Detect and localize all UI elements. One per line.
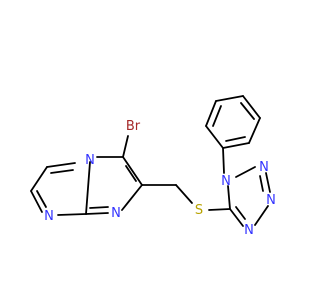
bond-c3-c2 bbox=[122, 156, 143, 186]
bond-n1-c8a-double bbox=[89, 206, 109, 209]
bond-n8-c8a bbox=[57, 213, 87, 216]
bond-s-c5t bbox=[208, 208, 231, 211]
atom-label-nt2: N bbox=[259, 160, 269, 175]
atom-label-nt1: N bbox=[221, 174, 231, 189]
molecule-structure-diagram: Br N N N S N N N N bbox=[0, 0, 300, 300]
canvas-background bbox=[0, 0, 300, 300]
bond-ph2-ph3 bbox=[205, 100, 217, 127]
atom-label-br: Br bbox=[126, 119, 141, 134]
bond-c7-n8 bbox=[30, 190, 43, 213]
bond-nt4-c5t bbox=[229, 208, 244, 227]
bond-c7-n8-double bbox=[36, 190, 47, 208]
bond-ph2-ph3-double bbox=[212, 105, 222, 127]
bond-nt1-phenyl bbox=[222, 147, 225, 174]
atom-label-s: S bbox=[195, 203, 203, 218]
bond-c3-c2-double bbox=[125, 165, 137, 182]
bond-ph6-ph1-double bbox=[225, 136, 246, 142]
bond-ph3-ph4 bbox=[215, 95, 244, 102]
bond-ph6-ph1 bbox=[222, 142, 250, 149]
bond-n1-c8a bbox=[85, 212, 109, 215]
bond-nt2-nt3 bbox=[265, 172, 271, 193]
bond-c8a-n4 bbox=[85, 161, 91, 215]
bond-nt1-nt2 bbox=[235, 166, 256, 178]
bond-c6-c7 bbox=[30, 166, 48, 192]
bond-c5t-nt1 bbox=[227, 185, 231, 210]
atom-label-n1: N bbox=[111, 206, 121, 221]
bond-c5-c6 bbox=[46, 162, 76, 168]
bond-c2-n1 bbox=[121, 184, 143, 211]
bond-ph4-ph5 bbox=[242, 95, 261, 119]
bond-ch2-s bbox=[175, 184, 193, 204]
bond-nt4-c5t-double bbox=[235, 206, 246, 220]
atom-label-nt3: N bbox=[266, 193, 276, 208]
bond-c5-c6-double bbox=[50, 169, 74, 174]
bond-c3-br bbox=[122, 135, 129, 158]
atom-label-n4: N bbox=[85, 153, 95, 168]
bond-nt3-nt4 bbox=[254, 205, 269, 226]
atom-label-n8: N bbox=[44, 209, 54, 224]
bond-nt2-nt3-double bbox=[259, 175, 264, 192]
bond-ph5-ph6 bbox=[248, 117, 261, 144]
atom-label-nt4: N bbox=[244, 223, 254, 238]
bond-ph4-ph5-double bbox=[240, 102, 255, 120]
bond-ph1-ph2 bbox=[205, 125, 224, 149]
